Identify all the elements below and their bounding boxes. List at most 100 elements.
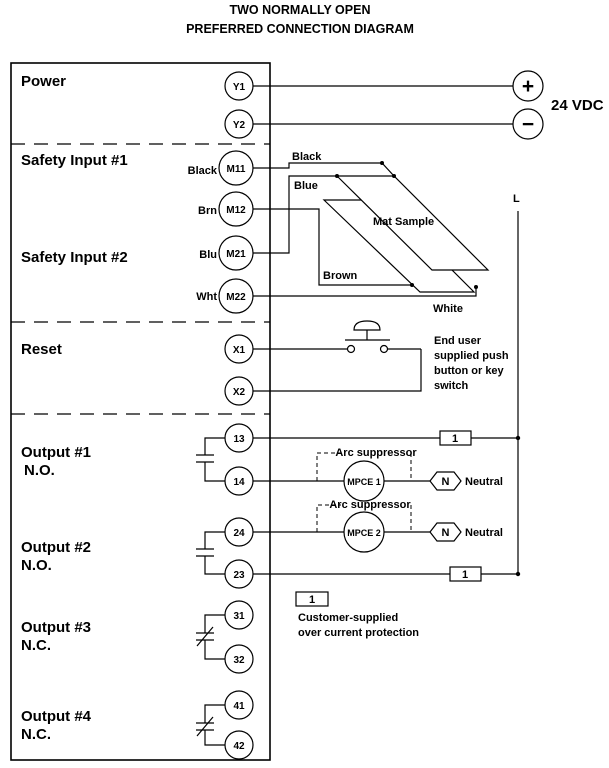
- section-output1-label: Output #1: [21, 444, 91, 461]
- terminal-42-label: 42: [233, 741, 245, 752]
- contact-out3-slash: [196, 626, 214, 647]
- arc-suppressor-2-label: Arc suppressor: [329, 499, 411, 511]
- wire-x2: [253, 349, 422, 392]
- section-reset-label: Reset: [21, 341, 62, 358]
- diagram-title-line2: PREFERRED CONNECTION DIAGRAM: [186, 22, 414, 36]
- junction-dot: [410, 283, 414, 287]
- contact-out3-upper: [204, 614, 225, 633]
- mat-sample-label: Mat Sample: [373, 216, 434, 228]
- neutral-2-icon: [429, 522, 462, 542]
- terminal-m21: M21: [218, 235, 254, 271]
- terminal-m11-label: M11: [227, 164, 246, 175]
- wire-white: [253, 287, 477, 297]
- line-l-label: L: [513, 193, 520, 205]
- terminal-x2: X2: [224, 376, 254, 406]
- mpce1-label: MPCE 1: [347, 477, 381, 487]
- section-output4-label: Output #4: [21, 708, 92, 725]
- mpce2-label: MPCE 2: [347, 528, 381, 538]
- terminal-14: 14: [224, 466, 254, 496]
- wire-blue: [253, 175, 337, 254]
- minus-icon: −: [522, 113, 534, 136]
- section-output1-type: N.O.: [24, 462, 55, 479]
- contact-out2-lower: [204, 556, 225, 575]
- wire-color-brn: Brn: [198, 205, 217, 217]
- terminal-13: 13: [224, 423, 254, 453]
- terminal-24: 24: [224, 517, 254, 547]
- reset-note-line3: button or key: [434, 365, 505, 377]
- terminal-23-label: 23: [233, 570, 245, 581]
- terminal-m21-label: M21: [226, 249, 246, 260]
- wire-color-blu: Blu: [199, 249, 217, 261]
- contact-out4-lower: [204, 730, 225, 746]
- terminal-m22-label: M22: [226, 292, 246, 303]
- terminal-y1: Y1: [224, 71, 254, 101]
- supply-minus-terminal: [512, 108, 544, 140]
- contact-out1-lower: [204, 462, 225, 482]
- mat-wire-white-label: White: [433, 303, 463, 315]
- wire-brown: [253, 208, 412, 286]
- terminal-41: 41: [224, 690, 254, 720]
- terminal-m11: M11: [218, 150, 254, 186]
- neutral-2-symbol: N: [442, 527, 450, 539]
- diagram-title-line1: TWO NORMALLY OPEN: [230, 3, 371, 17]
- mat-wire-brown-label: Brown: [323, 270, 358, 282]
- terminal-x1: X1: [224, 334, 254, 364]
- wire-color-wht: Wht: [196, 291, 217, 303]
- terminal-13-label: 13: [233, 434, 245, 445]
- contact-out4-slash: [196, 716, 214, 737]
- section-output2-type: N.O.: [21, 557, 52, 574]
- mat-wire-black-label: Black: [292, 151, 322, 163]
- junction-dot: [380, 161, 384, 165]
- reset-note-line4: switch: [434, 380, 469, 392]
- terminal-y1-label: Y1: [233, 82, 246, 93]
- section-output3-type: N.C.: [21, 637, 51, 654]
- terminal-41-label: 41: [233, 701, 245, 712]
- section-output4-type: N.C.: [21, 726, 51, 743]
- plus-icon: +: [522, 75, 534, 98]
- arc-suppressor-1-label: Arc suppressor: [335, 447, 417, 459]
- mat-wire-blue-label: Blue: [294, 180, 318, 192]
- reset-note-line1: End user: [434, 335, 482, 347]
- junction-dot: [335, 174, 339, 178]
- section-safety1-label: Safety Input #1: [21, 152, 128, 169]
- legend-box-label: 1: [309, 594, 315, 606]
- mat-sample-top-layer: [335, 175, 490, 271]
- contact-out3-lower: [204, 640, 225, 660]
- terminal-42: 42: [224, 730, 254, 760]
- supply-plus-terminal: [512, 70, 544, 102]
- terminal-31-label: 31: [233, 611, 245, 622]
- fuse-box-1-label: 1: [452, 433, 458, 445]
- terminal-32: 32: [224, 644, 254, 674]
- legend-line1: Customer-supplied: [298, 612, 398, 624]
- terminal-y2-label: Y2: [233, 120, 246, 131]
- terminal-14-label: 14: [233, 477, 245, 488]
- legend-line2: over current protection: [298, 627, 419, 639]
- terminal-32-label: 32: [233, 655, 245, 666]
- contact-out1-upper: [204, 437, 225, 455]
- terminal-m12: M12: [218, 191, 254, 227]
- terminal-31: 31: [224, 600, 254, 630]
- pushbutton-contact: [346, 344, 356, 354]
- section-output2-label: Output #2: [21, 539, 91, 556]
- supply-voltage-label: 24 VDC: [551, 97, 604, 114]
- arc-suppressor-1-lead: [316, 452, 341, 481]
- reset-note-line2: supplied push: [434, 350, 509, 362]
- terminal-x1-label: X1: [233, 345, 246, 356]
- contact-out2-upper: [204, 531, 225, 549]
- terminal-m12-label: M12: [226, 205, 246, 216]
- terminal-24-label: 24: [233, 528, 245, 539]
- section-safety2-label: Safety Input #2: [21, 249, 128, 266]
- neutral-1-icon: [429, 471, 462, 491]
- fuse-box-2-label: 1: [462, 569, 468, 581]
- pushbutton-icon: [353, 320, 381, 331]
- neutral-1-label: Neutral: [465, 476, 503, 488]
- neutral-1-symbol: N: [442, 476, 450, 488]
- module-outline: [10, 62, 271, 761]
- terminal-m22: M22: [218, 278, 254, 314]
- legend-box: [295, 591, 329, 607]
- wire-black: [253, 162, 395, 177]
- junction-dot: [474, 285, 478, 289]
- arc-suppressor-2-lead: [316, 504, 341, 532]
- terminal-y2: Y2: [224, 109, 254, 139]
